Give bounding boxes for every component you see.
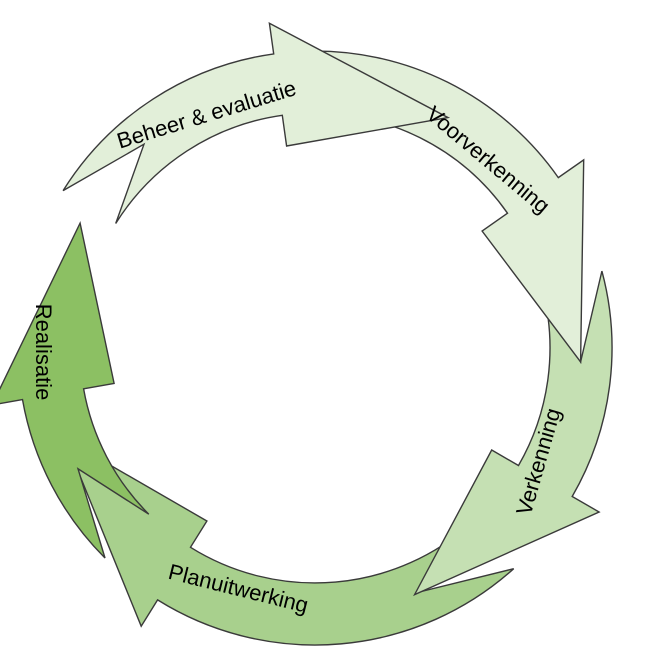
stage-arrow-verkenning [413, 270, 613, 597]
stage-label-realisatie: Realisatie [31, 304, 56, 401]
stage-arrow-planuitwerking [63, 437, 515, 646]
stage-arrow-beheer-evaluatie [62, 21, 451, 224]
cycle-arrows [0, 21, 613, 646]
stage-arrow-realisatie [0, 220, 150, 559]
